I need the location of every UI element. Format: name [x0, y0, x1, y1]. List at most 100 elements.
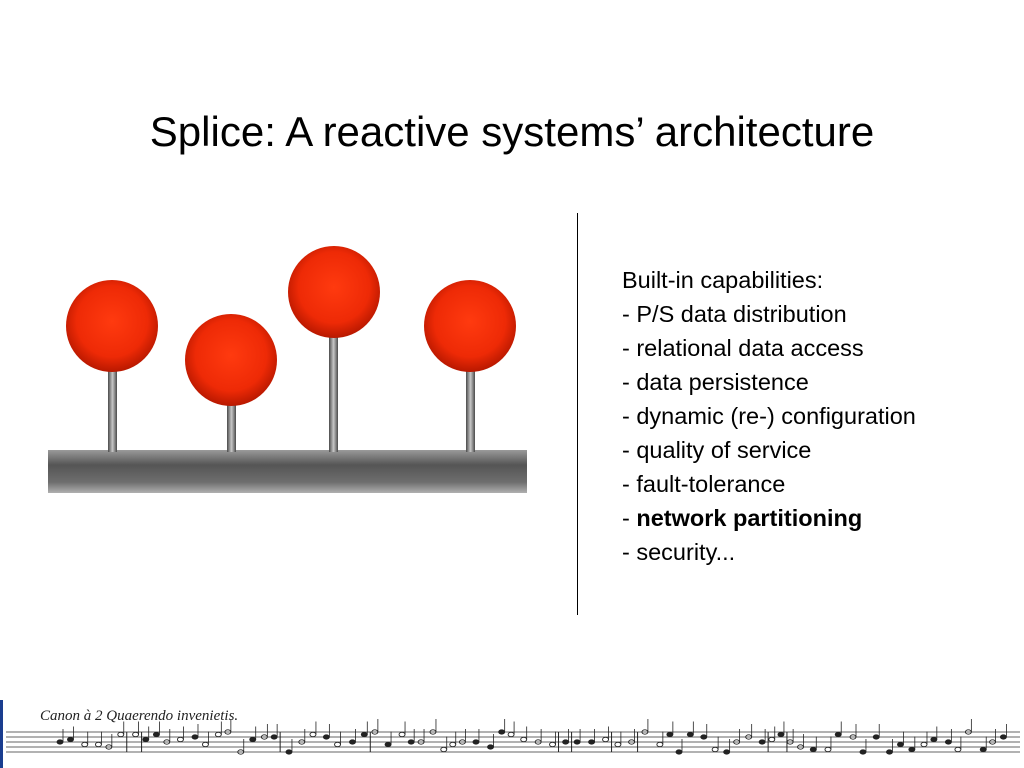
bullet-dash: -	[622, 539, 637, 565]
node-sphere-3	[288, 246, 380, 338]
music-note	[588, 739, 596, 745]
music-note	[824, 746, 832, 753]
capability-text: security...	[636, 539, 736, 565]
music-note	[686, 731, 694, 738]
music-note	[214, 731, 222, 738]
capability-text: fault-tolerance	[636, 471, 786, 497]
music-note	[614, 741, 622, 748]
capability-item: - P/S data distribution	[622, 297, 916, 331]
capability-item: - network partitioning	[622, 501, 916, 535]
music-note	[360, 731, 368, 738]
music-note	[67, 736, 74, 743]
music-note	[507, 731, 515, 738]
music-note	[56, 739, 64, 745]
node-sphere-4	[424, 280, 516, 372]
capability-item: - data persistence	[622, 365, 916, 399]
music-note	[81, 741, 89, 748]
bullet-dash: -	[622, 471, 637, 497]
music-note	[656, 741, 664, 748]
music-note	[440, 746, 448, 753]
music-note	[191, 734, 199, 740]
music-note	[176, 736, 184, 743]
music-note	[349, 739, 356, 745]
capability-item: - security...	[622, 535, 916, 569]
music-note	[487, 744, 494, 750]
bullet-dash: -	[622, 403, 637, 429]
capability-text: quality of service	[636, 437, 812, 463]
bullet-dash: -	[622, 335, 637, 361]
music-note	[94, 741, 102, 748]
music-note	[407, 739, 415, 745]
node-sphere-1	[66, 280, 158, 372]
music-note	[472, 739, 480, 745]
music-note	[309, 731, 317, 738]
score-caption: Canon à 2 Quaerendo invenietis.	[40, 708, 239, 724]
node-stem-4	[466, 368, 475, 452]
music-note	[449, 741, 457, 748]
music-note	[152, 731, 160, 738]
music-note	[999, 734, 1007, 740]
music-note	[602, 736, 609, 743]
music-note	[944, 739, 952, 745]
music-note	[723, 749, 731, 755]
node-stem-1	[108, 368, 117, 452]
slide-title: Splice: A reactive systems’ architecture	[149, 108, 875, 155]
capabilities-list: Built-in capabilities: - P/S data distri…	[622, 263, 916, 569]
capability-item: - fault-tolerance	[622, 467, 916, 501]
capability-text-highlighted: network partitioning	[636, 505, 863, 531]
bullet-dash: -	[622, 301, 637, 327]
node-sphere-2	[185, 314, 277, 406]
music-note	[562, 739, 570, 745]
music-note	[322, 734, 330, 740]
music-note	[573, 739, 581, 745]
music-note	[334, 741, 341, 748]
capability-item: - quality of service	[622, 433, 916, 467]
music-note	[270, 734, 278, 740]
music-note	[777, 731, 785, 738]
capabilities-heading: Built-in capabilities:	[622, 267, 824, 293]
music-note	[954, 746, 962, 753]
music-note	[132, 731, 140, 738]
music-note	[897, 741, 904, 748]
music-note	[666, 731, 674, 738]
music-note	[549, 741, 556, 748]
music-note	[834, 731, 842, 738]
capability-text: data persistence	[636, 369, 809, 395]
music-note	[859, 749, 867, 755]
music-note	[249, 736, 257, 743]
node-stem-2	[227, 400, 236, 452]
music-note	[117, 731, 125, 738]
capability-text: relational data access	[636, 335, 864, 361]
music-note	[498, 729, 506, 735]
music-note	[809, 746, 817, 753]
capability-item: - relational data access	[622, 331, 916, 365]
node-stem-3	[329, 335, 338, 452]
music-note	[930, 736, 938, 743]
music-note	[398, 731, 406, 738]
music-note	[711, 746, 719, 753]
music-note	[758, 739, 766, 745]
data-bus	[48, 450, 527, 493]
music-note	[979, 746, 987, 753]
bullet-dash: -	[622, 437, 637, 463]
music-score-banner	[6, 719, 1020, 755]
capability-text: dynamic (re-) configuration	[636, 403, 916, 429]
music-note	[201, 741, 209, 748]
bullet-dash: -	[622, 505, 637, 531]
music-note	[920, 741, 928, 748]
music-note	[886, 749, 893, 755]
music-note	[700, 734, 708, 740]
music-note	[872, 734, 880, 740]
bullet-dash: -	[622, 369, 637, 395]
music-note	[768, 736, 776, 743]
music-note	[142, 736, 150, 743]
music-note	[908, 746, 916, 753]
vertical-divider	[577, 213, 578, 615]
capability-item: - dynamic (re-) configuration	[622, 399, 916, 433]
capability-text: P/S data distribution	[636, 301, 847, 327]
music-note	[384, 741, 392, 748]
music-note	[285, 749, 293, 755]
music-note	[520, 736, 528, 743]
